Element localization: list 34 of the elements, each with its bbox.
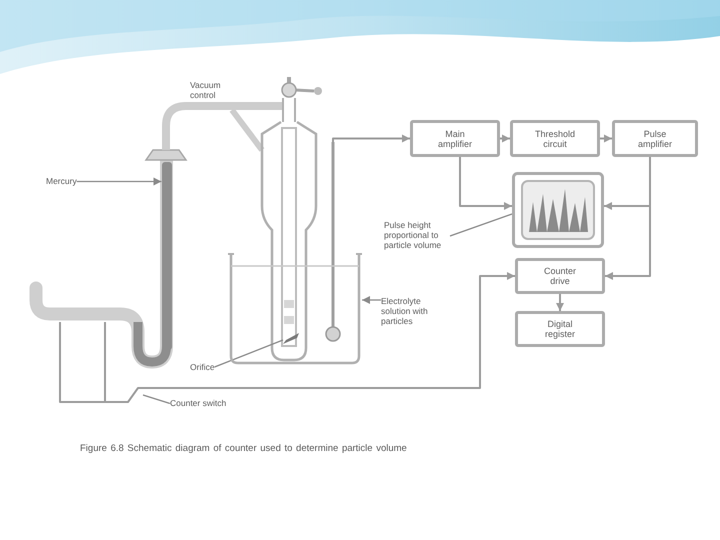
part-label: Counter switch [170,398,226,408]
connector-arrow [500,134,510,142]
part-label: Orifice [190,362,215,372]
mercury-column [162,162,172,350]
connector-arrow [459,157,512,210]
beaker [228,252,362,366]
block-label: Main amplifier [436,128,473,148]
connector-arrow [556,294,564,311]
part-label: Vacuum control [190,80,222,100]
part-label: Electrolyte solution with particles [381,296,436,326]
circuit-block [510,120,600,157]
part-label: Pulse height proportional to particle volume [384,220,450,250]
leader-arrow [362,296,381,304]
oscilloscope-drawing [512,172,604,248]
connector-arrow [605,157,651,280]
connector-arrow [600,134,612,142]
block-label: Digital register [544,319,576,339]
part-label: Mercury [46,176,77,186]
circuit-block [410,120,500,157]
electrode [325,142,341,342]
leader-line [214,339,284,368]
leader-line [142,394,170,404]
circuit-block [515,258,605,294]
circuit-block [612,120,698,157]
leader-arrow [76,178,162,186]
block-label: Threshold circuit [534,128,576,148]
figure-caption: Figure 6.8 Schematic diagram of counter used to determine particle volume [80,443,407,455]
block-label: Pulse amplifier [636,128,673,148]
orifice [283,333,299,344]
block-label: Counter drive [542,266,578,286]
connector-arrow [332,134,410,142]
switch-wire [59,272,516,403]
circuit-block [515,311,605,347]
leader-line [450,213,512,237]
